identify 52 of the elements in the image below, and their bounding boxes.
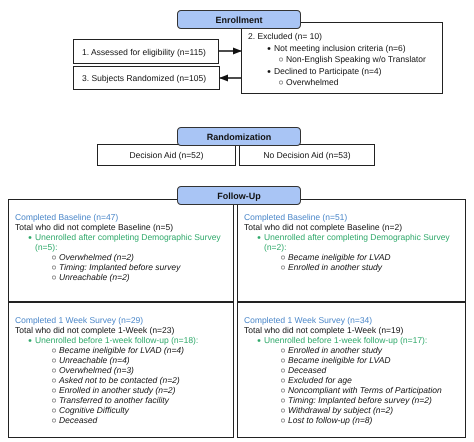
process-box: 1. Assessed for eligibility (n=115): [73, 39, 219, 64]
completed-count: Completed 1 Week Survey (n=34): [244, 315, 372, 325]
reason-item: Timing: Implanted before survey (n=2): [288, 395, 432, 405]
section-header: Enrollment: [177, 10, 301, 29]
section-header: Follow-Up: [177, 186, 301, 205]
unenrolled-count: Unenrolled after completing Demographic Survey (n=5):: [35, 232, 222, 252]
process-box: 3. Subjects Randomized (n=105): [73, 66, 220, 90]
reason-item: Enrolled in another study (n=2): [59, 385, 176, 395]
box-heading: 2. Excluded (n= 10): [248, 31, 322, 42]
reason-item: Unreachable (n=2): [59, 272, 130, 282]
arrow: [219, 47, 242, 55]
list-item: Declined to Participate (n=4): [274, 66, 382, 77]
list-item: Non-English Speaking w/o Translator: [286, 54, 426, 66]
list-item: Overwhelmed: [286, 77, 338, 88]
reason-item: Deceased: [288, 365, 326, 375]
reason-item: Lost to follow-up (n=8): [288, 415, 372, 425]
follow-up-panel: [8, 302, 234, 438]
arrow: [219, 74, 241, 82]
follow-up-panel: [8, 199, 234, 302]
reason-item: Withdrawal by subject (n=2): [288, 405, 394, 415]
completed-count: Completed 1 Week Survey (n=29): [15, 315, 144, 325]
not-completed-count: Total who did not complete 1-Week (n=23): [15, 325, 174, 335]
reason-item: Overwhelmed (n=3): [59, 365, 134, 375]
reason-item: Noncompliant with Terms of Participation: [288, 385, 442, 395]
reason-item: Transferred to another facility: [59, 395, 169, 405]
process-box: Decision Aid (n=52): [97, 144, 236, 166]
reason-item: Timing: Implanted before survey: [59, 262, 180, 272]
unenrolled-count: Unenrolled after completing Demographic Survey (n=2):: [264, 232, 451, 252]
process-box: No Decision Aid (n=53): [239, 144, 375, 166]
exclusion-box: [241, 22, 443, 94]
not-completed-count: Total who did not complete Baseline (n=2): [244, 222, 402, 232]
not-completed-count: Total who did not complete Baseline (n=5): [15, 222, 174, 232]
reason-item: Enrolled in another study: [288, 345, 382, 355]
reason-item: Asked not to be contacted (n=2): [59, 375, 180, 385]
reason-item: Became ineligible for LVAD: [288, 252, 391, 262]
section-header: Randomization: [177, 127, 301, 146]
completed-count: Completed Baseline (n=51): [244, 212, 348, 222]
list-item: Not meeting inclusion criteria (n=6): [274, 42, 406, 54]
reason-item: Deceased: [59, 415, 98, 425]
unenrolled-count: Unenrolled before 1-week follow-up (n=18):: [35, 335, 198, 345]
follow-up-panel: [237, 199, 466, 302]
reason-item: Cognitive Difficulty: [59, 405, 129, 415]
completed-count: Completed Baseline (n=47): [15, 212, 118, 222]
not-completed-count: Total who did not complete 1-Week (n=19): [244, 325, 404, 335]
reason-item: Overwhelmed (n=2): [59, 252, 134, 262]
reason-item: Unreachable (n=4): [59, 355, 130, 365]
follow-up-panel: [237, 302, 466, 438]
reason-item: Enrolled in another study: [288, 262, 382, 272]
reason-item: Became ineligible for LVAD (n=4): [59, 345, 184, 355]
unenrolled-count: Unenrolled before 1-week follow-up (n=17):: [264, 335, 428, 345]
reason-item: Excluded for age: [288, 375, 352, 385]
reason-item: Became ineligible for LVAD: [288, 355, 391, 365]
